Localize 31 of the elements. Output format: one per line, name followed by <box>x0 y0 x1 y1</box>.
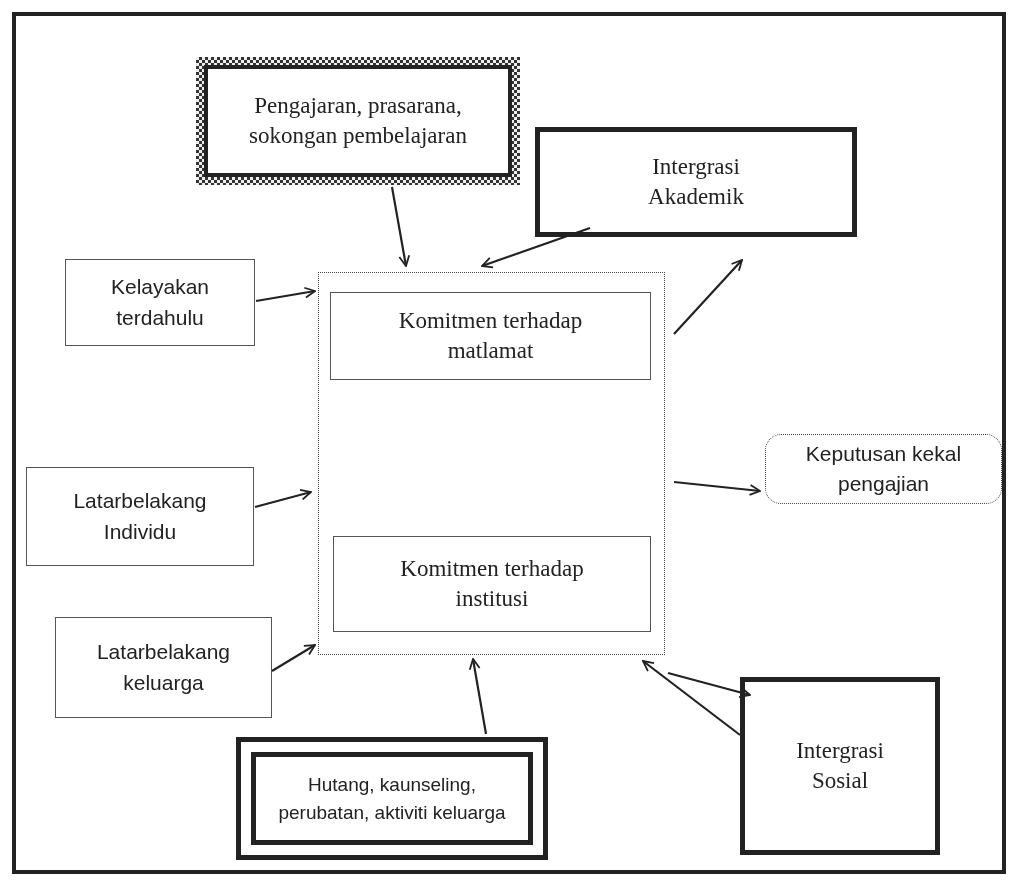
process-box <box>333 536 651 632</box>
node-label: Hutang, kaunseling, perubatan, aktiviti keluarga <box>277 772 507 825</box>
arrow <box>673 480 761 496</box>
arrow <box>468 658 488 735</box>
arrow <box>255 286 316 303</box>
process-box <box>236 737 548 860</box>
process-box <box>535 127 857 237</box>
node-label: Kelayakan terdahulu <box>109 274 211 331</box>
process-box <box>330 292 651 380</box>
node-label: Komitmen terhadap matlamat <box>397 307 584 365</box>
arrow <box>254 488 312 509</box>
arrow <box>667 671 751 699</box>
arrow <box>481 226 591 269</box>
arrow <box>271 644 316 672</box>
node-label: Intergrasi Sosial <box>795 737 885 795</box>
node-label: Keputusan kekal pengajian <box>804 440 963 497</box>
process-box <box>55 617 272 718</box>
arrow <box>642 660 741 736</box>
node-label: Komitmen terhadap institusi <box>399 555 585 613</box>
arrow <box>673 259 743 335</box>
terminal-box <box>765 434 1002 504</box>
process-box <box>740 677 940 855</box>
process-box <box>65 259 255 346</box>
process-box <box>196 57 520 185</box>
arrow <box>390 186 411 267</box>
node-label: Latarbelakang keluarga <box>95 639 232 696</box>
node-label: Latarbelakang Individu <box>72 488 208 545</box>
node-label: Pengajaran, prasarana, sokongan pembelajaran <box>248 92 468 150</box>
process-box <box>26 467 254 566</box>
container-box <box>318 272 665 655</box>
node-label: Intergrasi Akademik <box>647 153 745 211</box>
